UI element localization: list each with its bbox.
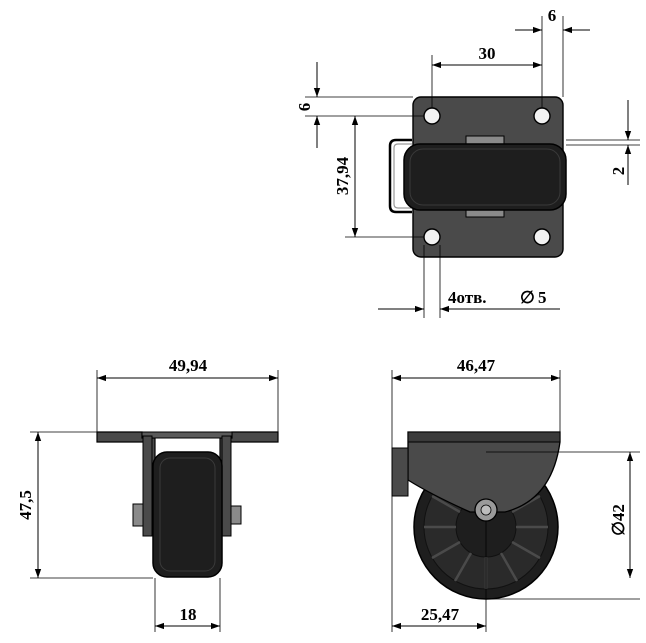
svg-text:5: 5 (538, 288, 547, 307)
dim-hole-spacing-x: 30 (431, 44, 542, 108)
svg-text:30: 30 (479, 44, 496, 63)
dim-side-overall-length: 46,47 (391, 356, 561, 496)
dim-side-wheel-diameter: ∅42 (486, 451, 640, 600)
svg-text:18: 18 (180, 605, 197, 624)
dim-side-axle-offset: 25,47 (391, 496, 487, 632)
side-view: 46,47 ∅42 25,47 (391, 356, 640, 632)
top-view: 6 30 6 37,94 2 (295, 6, 640, 318)
top-hole-tl (423, 107, 441, 125)
svg-text:6: 6 (548, 6, 557, 25)
dim-hole-diameter: 4отв. ∅ 5 (378, 245, 560, 318)
svg-text:∅: ∅ (520, 288, 535, 307)
svg-text:6: 6 (295, 103, 314, 112)
top-hole-tr (533, 107, 551, 125)
dim-top-offset: 6 (515, 6, 590, 108)
dim-front-wheel-width: 18 (154, 578, 221, 632)
dim-front-overall-width: 49,94 (96, 356, 279, 432)
svg-text:25,47: 25,47 (421, 605, 460, 624)
svg-text:2: 2 (609, 167, 628, 176)
dim-front-overall-height: 47,5 (16, 431, 153, 579)
top-wheel (403, 143, 567, 211)
svg-text:∅42: ∅42 (609, 504, 628, 536)
top-hole-bl (423, 228, 441, 246)
front-view: 49,94 47,5 18 (16, 356, 279, 632)
top-hole-br (533, 228, 551, 246)
front-axle-bolt (132, 503, 144, 527)
dim-edge-offset-y: 6 (295, 62, 424, 148)
dim-hole-spacing-y: 37,94 (333, 116, 424, 238)
svg-text:37,94: 37,94 (333, 156, 352, 195)
svg-text:47,5: 47,5 (16, 490, 35, 520)
svg-text:4отв.: 4отв. (448, 288, 487, 307)
front-wheel (152, 451, 223, 578)
dim-bracket-gap: 2 (566, 100, 640, 185)
svg-text:49,94: 49,94 (169, 356, 208, 375)
top-bracket-wire (388, 138, 412, 214)
svg-text:46,47: 46,47 (457, 356, 496, 375)
